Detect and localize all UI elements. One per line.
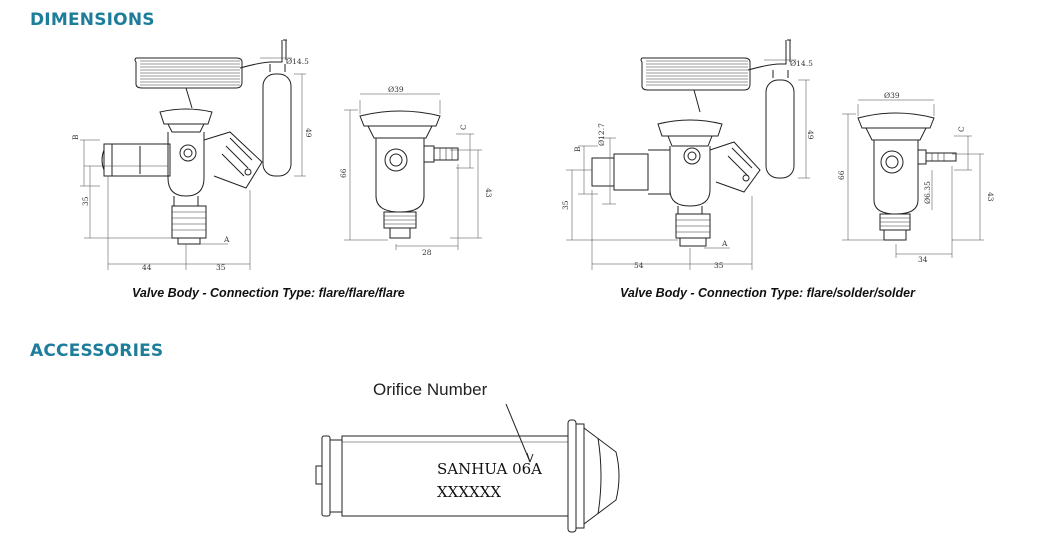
label-top-diameter: Ø39: [884, 91, 900, 100]
label-pipe-diameter: Ø12.7: [597, 123, 606, 146]
label-height-35: 35: [81, 196, 90, 206]
label-width-35: 35: [714, 261, 724, 270]
label-b: B: [573, 146, 582, 152]
label-width-28: 28: [422, 248, 432, 257]
label-c: C: [957, 126, 966, 132]
dimensions-heading: DIMENSIONS: [30, 10, 155, 30]
label-bulb-diameter: Ø14.5: [790, 59, 813, 68]
label-bulb-diameter: Ø14.5: [286, 57, 309, 66]
label-a: A: [721, 239, 728, 248]
label-height-43: 43: [484, 188, 493, 198]
orifice-line-1: SANHUA 06A: [437, 460, 542, 478]
orifice-line-2: XXXXXX: [437, 483, 501, 501]
label-width-35: 35: [216, 263, 226, 272]
label-bulb-length: 49: [304, 128, 313, 138]
caption-flare-flare-flare: Valve Body - Connection Type: flare/flar…: [132, 286, 405, 300]
label-width-34: 34: [918, 255, 928, 264]
label-width-54: 54: [634, 261, 644, 270]
orifice-number-label: Orifice Number: [373, 380, 488, 399]
label-height-43: 43: [986, 192, 995, 202]
label-height-35: 35: [561, 200, 570, 210]
label-top-diameter: Ø39: [388, 85, 404, 94]
label-height-66: 66: [339, 168, 348, 178]
label-width-44: 44: [142, 263, 152, 272]
label-c: C: [459, 124, 468, 130]
caption-flare-solder-solder: Valve Body - Connection Type: flare/sold…: [620, 286, 915, 300]
label-b: B: [71, 134, 80, 140]
accessories-heading: ACCESSORIES: [30, 341, 164, 361]
label-pipe-diameter: Ø6.35: [923, 181, 932, 204]
label-a: A: [223, 235, 230, 244]
label-bulb-length: 49: [806, 130, 815, 140]
label-height-66: 66: [837, 170, 846, 180]
